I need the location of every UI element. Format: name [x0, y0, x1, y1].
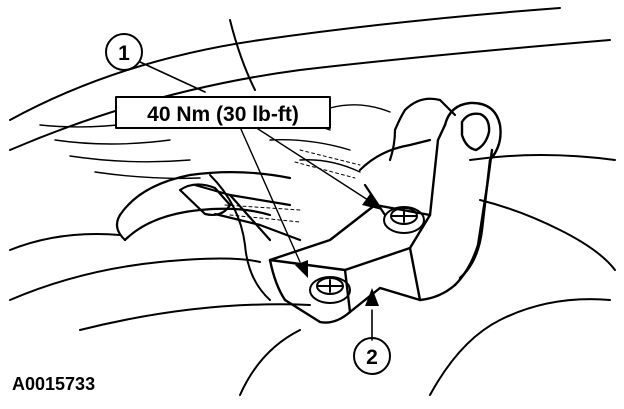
anchor-loop [428, 101, 502, 280]
callout-circle-1 [105, 33, 143, 71]
callout-circle-2 [353, 337, 391, 375]
callout-number-2: 2 [366, 346, 378, 369]
arrowhead-2 [365, 288, 379, 306]
callout-number-1: 1 [118, 42, 130, 65]
floor-pan-outline [9, 7, 616, 396]
torque-spec-label: 40 Nm (30 lb-ft) [147, 103, 299, 126]
torque-leader-upper [254, 126, 369, 201]
upper-anchor [358, 97, 457, 217]
buckle-stalk [115, 171, 302, 242]
mounting-plate [268, 148, 494, 324]
bolt-lower [309, 276, 351, 304]
webbing-hatch [224, 149, 361, 223]
torque-arrow-lower [295, 260, 308, 278]
torque-arrow-upper [362, 194, 382, 210]
torque-label-box [115, 96, 331, 129]
leader-line-1 [139, 61, 206, 93]
torque-leader-lower [239, 126, 301, 263]
bolt-upper [383, 206, 425, 234]
figure-id: A0015733 [12, 374, 95, 394]
